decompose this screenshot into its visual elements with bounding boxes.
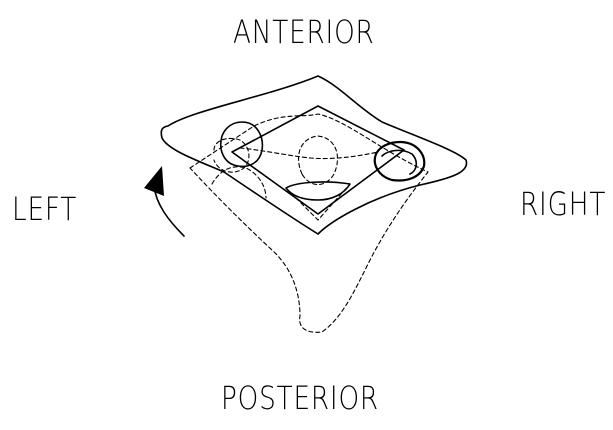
dashed-center-loop [299, 136, 338, 185]
rotation-arrowhead-icon [144, 166, 164, 196]
lower-dashed-outline [190, 114, 428, 332]
